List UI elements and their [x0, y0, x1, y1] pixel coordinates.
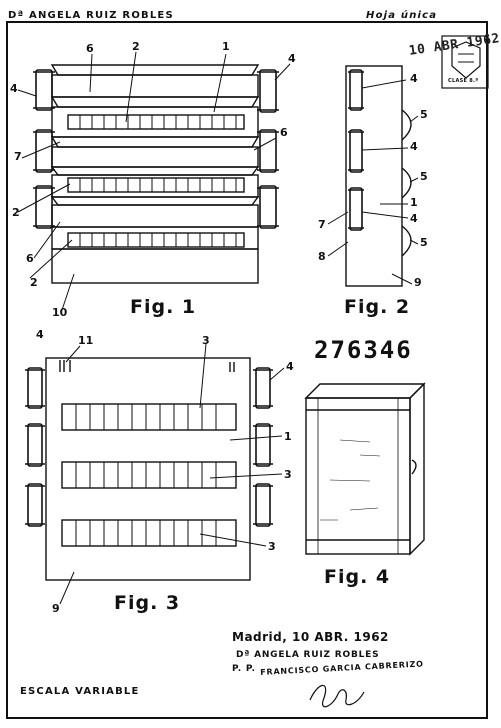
signature-scribble [309, 684, 365, 708]
reference-numerals: 1 2 6 4 4 7 6 2 6 2 10 4 5 4 5 1 4 7 8 5… [10, 40, 428, 615]
svg-text:3: 3 [284, 468, 292, 481]
svg-text:3: 3 [202, 334, 210, 347]
svg-text:4: 4 [410, 72, 418, 85]
fig3-drawing [25, 343, 285, 605]
svg-text:4: 4 [410, 212, 418, 225]
svg-text:2: 2 [30, 276, 38, 289]
patent-number: 276346 [314, 336, 413, 364]
author-header: Dª ANGELA RUIZ ROBLES [8, 10, 174, 21]
sheet-border [6, 21, 488, 719]
svg-text:8: 8 [318, 250, 326, 263]
fig4-drawing [304, 382, 426, 556]
svg-text:6: 6 [280, 126, 288, 139]
fig1-key-row-2 [67, 177, 245, 193]
svg-text:1: 1 [222, 40, 230, 53]
fig1-key-row-3 [67, 232, 245, 248]
fig1-right-reels [257, 69, 279, 229]
svg-text:4: 4 [36, 328, 44, 341]
signature-place-date: Madrid, 10 ABR. 1962 [232, 630, 389, 644]
fig1-key-row-1 [67, 114, 245, 130]
fig2-caption: Fig. 2 [344, 296, 411, 318]
fig2-drawing [327, 65, 419, 287]
svg-text:7: 7 [318, 218, 326, 231]
svg-text:9: 9 [414, 276, 422, 289]
svg-text:4: 4 [288, 52, 296, 65]
svg-text:5: 5 [420, 236, 428, 249]
fig1-drawing [17, 51, 291, 311]
svg-text:6: 6 [26, 252, 34, 265]
svg-text:11: 11 [78, 334, 93, 347]
svg-text:2: 2 [12, 206, 20, 219]
svg-text:3: 3 [268, 540, 276, 553]
scale-note: ESCALA VARIABLE [20, 686, 140, 697]
svg-text:1: 1 [284, 430, 292, 443]
svg-text:1: 1 [410, 196, 418, 209]
signature-name: Dª ANGELA RUIZ ROBLES [236, 650, 380, 660]
revenue-stamp [441, 35, 489, 89]
svg-text:5: 5 [420, 108, 428, 121]
svg-text:4: 4 [10, 82, 18, 95]
stamp-subtext: CLASE 8.ª [448, 78, 479, 84]
svg-text:4: 4 [286, 360, 294, 373]
fig4-caption: Fig. 4 [324, 566, 391, 588]
svg-text:9: 9 [52, 602, 60, 615]
svg-text:6: 6 [86, 42, 94, 55]
fig1-caption: Fig. 1 [130, 296, 197, 318]
fig3-caption: Fig. 3 [114, 592, 181, 614]
signature-pp: P. P. [232, 664, 256, 674]
svg-text:2: 2 [132, 40, 140, 53]
fig1-left-reels [33, 69, 55, 229]
svg-text:4: 4 [410, 140, 418, 153]
svg-text:5: 5 [420, 170, 428, 183]
sheet-label: Hoja única [366, 10, 438, 21]
svg-text:10: 10 [52, 306, 68, 319]
svg-text:7: 7 [14, 150, 22, 163]
